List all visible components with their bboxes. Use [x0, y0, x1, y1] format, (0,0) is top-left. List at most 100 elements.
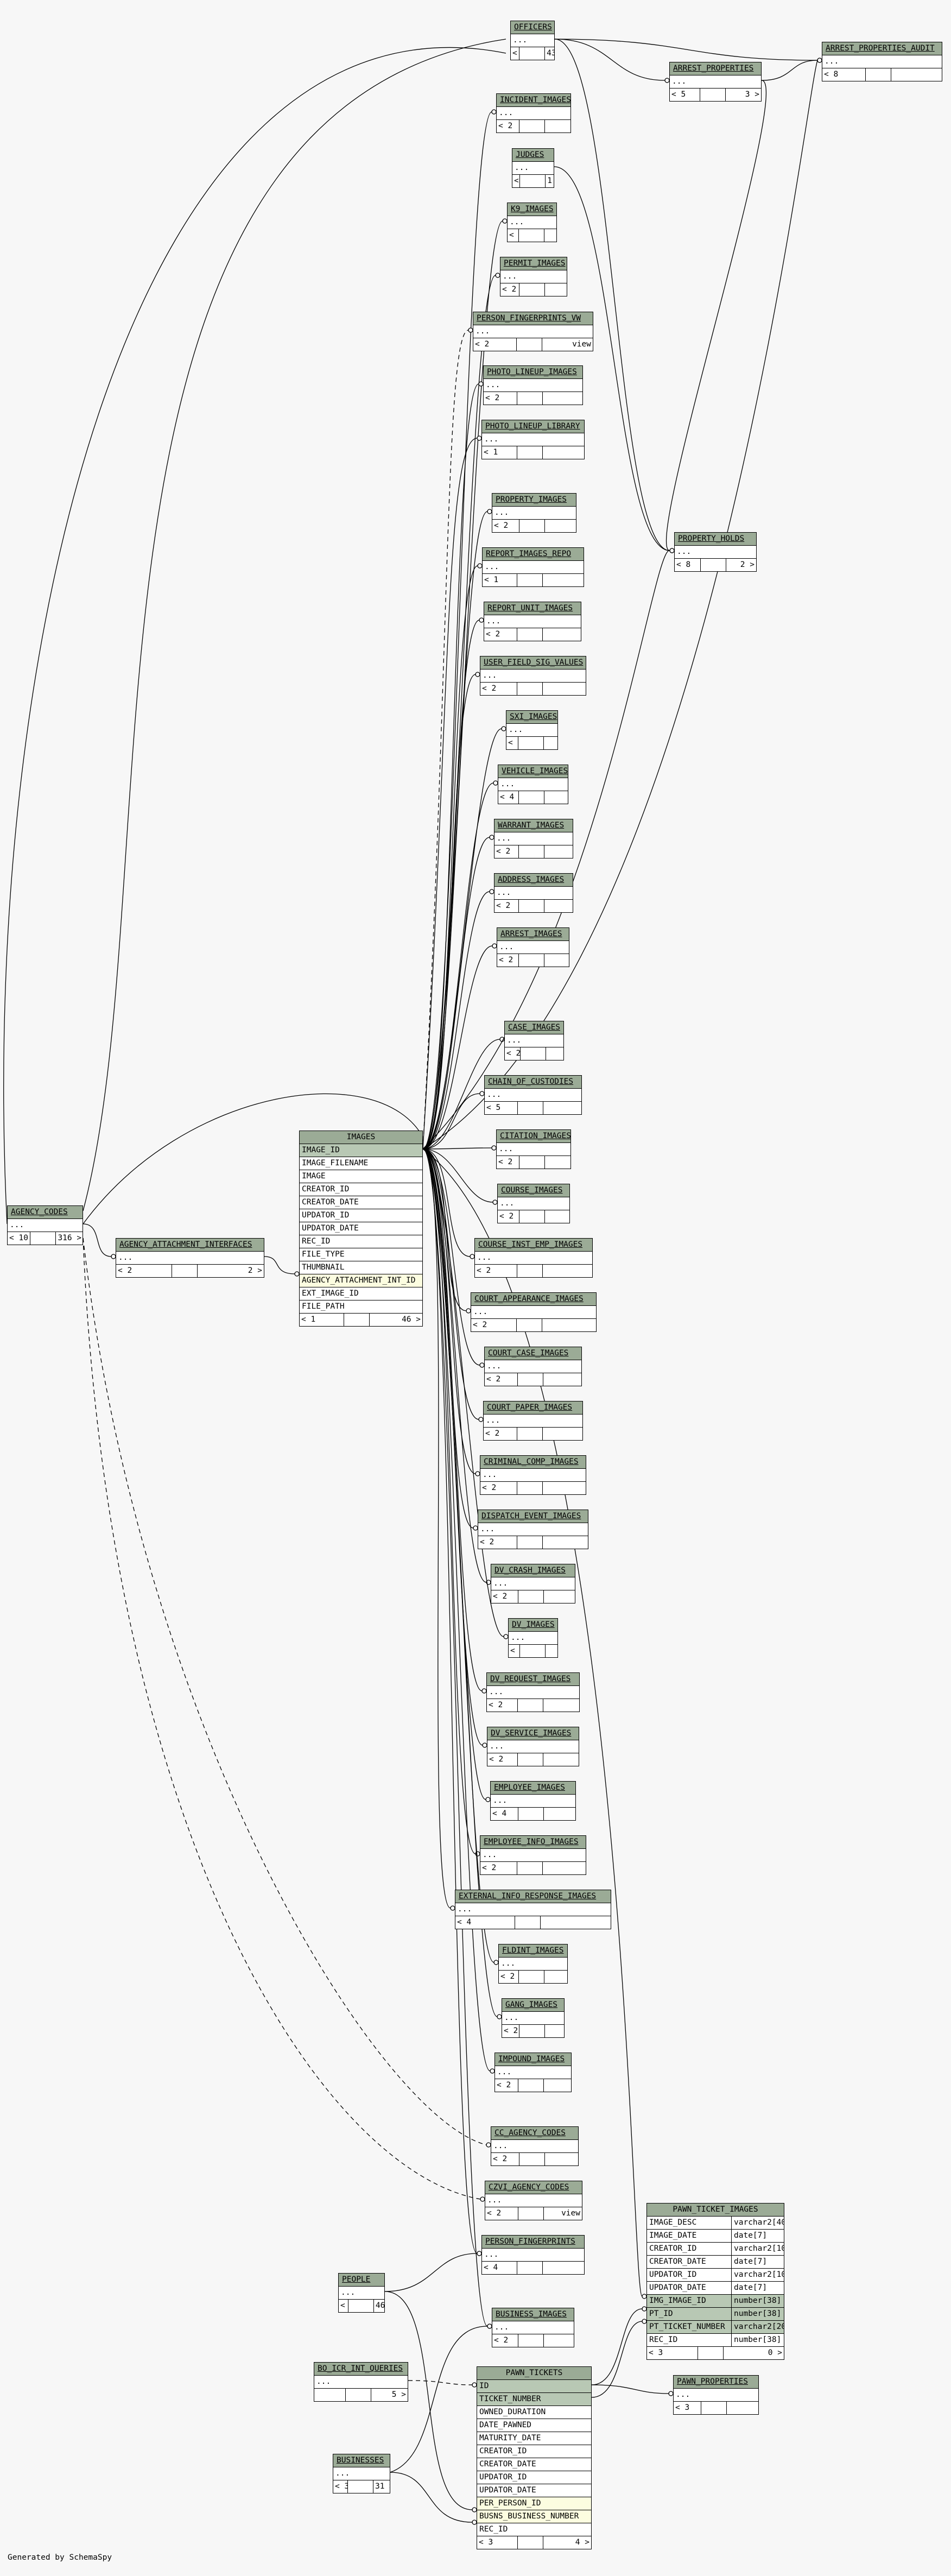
table-pawn_properties[interactable]: PAWN_PROPERTIES...< 3: [673, 2375, 759, 2415]
pawn_tickets-column-row[interactable]: CREATOR_DATE: [477, 2458, 591, 2471]
table-fldint_images[interactable]: FLDINT_IMAGES...< 2: [498, 1944, 568, 1984]
table-bo_icr_int_queries[interactable]: BO_ICR_INT_QUERIES...5 >: [314, 2362, 408, 2402]
pawn_tickets-column-row[interactable]: OWNED_DURATION: [477, 2406, 591, 2419]
images-column-row[interactable]: AGENCY_ATTACHMENT_INT_ID: [300, 1274, 422, 1287]
pawn_tickets-column-row[interactable]: PER_PERSON_ID: [477, 2497, 591, 2510]
criminal_comp_images-title[interactable]: CRIMINAL_COMP_IMAGES: [480, 1456, 586, 1469]
people-title[interactable]: PEOPLE: [339, 2274, 384, 2287]
officers-title[interactable]: OFFICERS: [511, 21, 554, 34]
table-external_info_response_images[interactable]: EXTERNAL_INFO_RESPONSE_IMAGES...< 4: [455, 1890, 611, 1929]
employee_info_images-title[interactable]: EMPLOYEE_INFO_IMAGES: [480, 1836, 586, 1849]
table-court_paper_images[interactable]: COURT_PAPER_IMAGES...< 2: [483, 1401, 583, 1441]
table-report_images_repo[interactable]: REPORT_IMAGES_REPO...< 1: [482, 547, 584, 587]
images-column-row[interactable]: IMAGE_FILENAME: [300, 1157, 422, 1170]
images-column-row[interactable]: REC_ID: [300, 1235, 422, 1248]
court_paper_images-title[interactable]: COURT_PAPER_IMAGES: [484, 1401, 582, 1415]
dv_images-title[interactable]: DV_IMAGES: [509, 1619, 557, 1632]
table-people[interactable]: PEOPLE...< 146 >: [338, 2273, 385, 2313]
pawn_tickets-column-row[interactable]: MATURITY_DATE: [477, 2432, 591, 2445]
report_images_repo-title[interactable]: REPORT_IMAGES_REPO: [483, 548, 584, 561]
court_case_images-title[interactable]: COURT_CASE_IMAGES: [485, 1347, 581, 1360]
table-cc_agency_codes[interactable]: CC_AGENCY_CODES...< 2: [491, 2126, 579, 2166]
table-photo_lineup_library[interactable]: PHOTO_LINEUP_LIBRARY...< 1: [481, 420, 585, 459]
permit_images-title[interactable]: PERMIT_IMAGES: [500, 257, 567, 270]
vehicle_images-title[interactable]: VEHICLE_IMAGES: [498, 765, 568, 778]
gang_images-title[interactable]: GANG_IMAGES: [502, 1999, 564, 2012]
person_fingerprints_vw-title[interactable]: PERSON_FINGERPRINTS_VW: [473, 312, 593, 325]
table-property_images[interactable]: PROPERTY_IMAGES...< 2: [492, 493, 576, 533]
pawn_tickets-column-row[interactable]: BUSNS_BUSINESS_NUMBER: [477, 2510, 591, 2523]
employee_images-title[interactable]: EMPLOYEE_IMAGES: [491, 1782, 575, 1795]
chain_of_custodies-title[interactable]: CHAIN_OF_CUSTODIES: [485, 1076, 581, 1089]
pawn_ticket_images-title[interactable]: PAWN_TICKET_IMAGES: [647, 2204, 784, 2217]
table-k9_images[interactable]: K9_IMAGES...< 1: [507, 203, 557, 242]
address_images-title[interactable]: ADDRESS_IMAGES: [494, 874, 573, 887]
images-column-row[interactable]: UPDATOR_DATE: [300, 1222, 422, 1235]
citation_images-title[interactable]: CITATION_IMAGES: [497, 1130, 570, 1143]
table-vehicle_images[interactable]: VEHICLE_IMAGES...< 4: [498, 765, 568, 804]
k9_images-title[interactable]: K9_IMAGES: [508, 203, 556, 216]
czvi_agency_codes-title[interactable]: CZVI_AGENCY_CODES: [485, 2181, 582, 2194]
table-dispatch_event_images[interactable]: DISPATCH_EVENT_IMAGES...< 2: [478, 1510, 588, 1549]
business_images-title[interactable]: BUSINESS_IMAGES: [492, 2308, 574, 2321]
pawn_tickets-column-row[interactable]: UPDATOR_DATE: [477, 2484, 591, 2497]
agency_codes-title[interactable]: AGENCY_CODES: [8, 1206, 83, 1219]
images-column-row[interactable]: UPDATOR_ID: [300, 1209, 422, 1222]
table-employee_images[interactable]: EMPLOYEE_IMAGES...< 4: [490, 1781, 576, 1821]
images-column-row[interactable]: CREATOR_ID: [300, 1183, 422, 1196]
images-column-row[interactable]: CREATOR_DATE: [300, 1196, 422, 1209]
user_field_sig_values-title[interactable]: USER_FIELD_SIG_VALUES: [480, 656, 586, 670]
table-user_field_sig_values[interactable]: USER_FIELD_SIG_VALUES...< 2: [480, 656, 586, 696]
sxi_images-title[interactable]: SXI_IMAGES: [506, 711, 557, 724]
table-criminal_comp_images[interactable]: CRIMINAL_COMP_IMAGES...< 2: [480, 1455, 586, 1495]
dv_crash_images-title[interactable]: DV_CRASH_IMAGES: [491, 1564, 575, 1577]
course_images-title[interactable]: COURSE_IMAGES: [498, 1184, 569, 1197]
images-column-row[interactable]: IMAGE_ID: [300, 1144, 422, 1157]
report_unit_images-title[interactable]: REPORT_UNIT_IMAGES: [484, 602, 581, 615]
table-course_images[interactable]: COURSE_IMAGES...< 2: [497, 1184, 570, 1223]
images-column-row[interactable]: EXT_IMAGE_ID: [300, 1287, 422, 1300]
table-citation_images[interactable]: CITATION_IMAGES...< 2: [496, 1129, 571, 1169]
images-column-row[interactable]: FILE_TYPE: [300, 1248, 422, 1261]
table-judges[interactable]: JUDGES...< 31 >: [512, 148, 554, 188]
table-chain_of_custodies[interactable]: CHAIN_OF_CUSTODIES...< 5: [484, 1075, 582, 1115]
photo_lineup_library-title[interactable]: PHOTO_LINEUP_LIBRARY: [482, 420, 584, 433]
cc_agency_codes-title[interactable]: CC_AGENCY_CODES: [491, 2127, 578, 2140]
table-dv_images[interactable]: DV_IMAGES...< 2: [508, 1618, 558, 1658]
arrest_images-title[interactable]: ARREST_IMAGES: [497, 928, 569, 941]
table-court_case_images[interactable]: COURT_CASE_IMAGES...< 2: [484, 1347, 582, 1386]
images-column-row[interactable]: FILE_PATH: [300, 1300, 422, 1314]
pawn_properties-title[interactable]: PAWN_PROPERTIES: [674, 2376, 758, 2389]
table-case_images[interactable]: CASE_IMAGES...< 2: [504, 1021, 564, 1060]
dv_service_images-title[interactable]: DV_SERVICE_IMAGES: [487, 1727, 579, 1740]
incident_images-title[interactable]: INCIDENT_IMAGES: [497, 94, 570, 107]
table-pawn_ticket_images[interactable]: PAWN_TICKET_IMAGESIMAGE_DESCvarchar2[40]…: [646, 2203, 784, 2360]
table-court_appearance_images[interactable]: COURT_APPEARANCE_IMAGES...< 2: [471, 1292, 597, 1332]
images-column-row[interactable]: THUMBNAIL: [300, 1261, 422, 1274]
table-address_images[interactable]: ADDRESS_IMAGES...< 2: [494, 873, 573, 913]
dv_request_images-title[interactable]: DV_REQUEST_IMAGES: [487, 1673, 579, 1686]
table-person_fingerprints[interactable]: PERSON_FINGERPRINTS...< 4: [481, 2235, 585, 2275]
table-warrant_images[interactable]: WARRANT_IMAGES...< 2: [494, 819, 573, 858]
pawn_tickets-column-row[interactable]: ID: [477, 2380, 591, 2393]
table-course_inst_emp_images[interactable]: COURSE_INST_EMP_IMAGES...< 2: [474, 1238, 593, 1278]
warrant_images-title[interactable]: WARRANT_IMAGES: [494, 819, 573, 832]
table-employee_info_images[interactable]: EMPLOYEE_INFO_IMAGES...< 2: [480, 1835, 586, 1875]
bo_icr_int_queries-title[interactable]: BO_ICR_INT_QUERIES: [314, 2363, 408, 2376]
